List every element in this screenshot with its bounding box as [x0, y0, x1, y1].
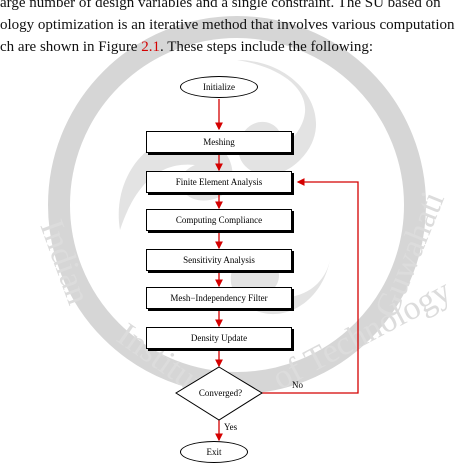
- no-branch-label: No: [292, 380, 303, 390]
- step-mesh-independency-filter[interactable]: Mesh−Independency Filter: [146, 287, 292, 309]
- step-finite-element-analysis[interactable]: Finite Element Analysis: [146, 171, 292, 193]
- yes-branch-label: Yes: [224, 422, 238, 432]
- step-computing-compliance[interactable]: Computing Compliance: [146, 209, 292, 231]
- decision-converged[interactable]: Converged?: [198, 388, 243, 398]
- paragraph-line-3: ch are shown in Figure 2.1. These steps …: [0, 38, 373, 56]
- figure-reference-link[interactable]: 2.1: [141, 39, 160, 55]
- step-density-update[interactable]: Density Update: [146, 327, 292, 349]
- paragraph-line-3-end: . These steps include the following:: [159, 39, 373, 55]
- watermark-technology: of Technology: [266, 272, 457, 397]
- end-node-exit[interactable]: Exit: [180, 441, 248, 463]
- paragraph-line-2: ology optimization is an iterative metho…: [0, 17, 455, 33]
- step-meshing[interactable]: Meshing: [146, 131, 292, 153]
- paragraph-line-3-start: ch are shown in Figure: [0, 39, 142, 55]
- start-node-initialize[interactable]: Initialize: [180, 76, 258, 98]
- paragraph-line-1: arge number of design variables and a si…: [0, 0, 441, 11]
- watermark-indian: Indian: [32, 215, 96, 309]
- step-sensitivity-analysis[interactable]: Sensitivity Analysis: [146, 249, 292, 271]
